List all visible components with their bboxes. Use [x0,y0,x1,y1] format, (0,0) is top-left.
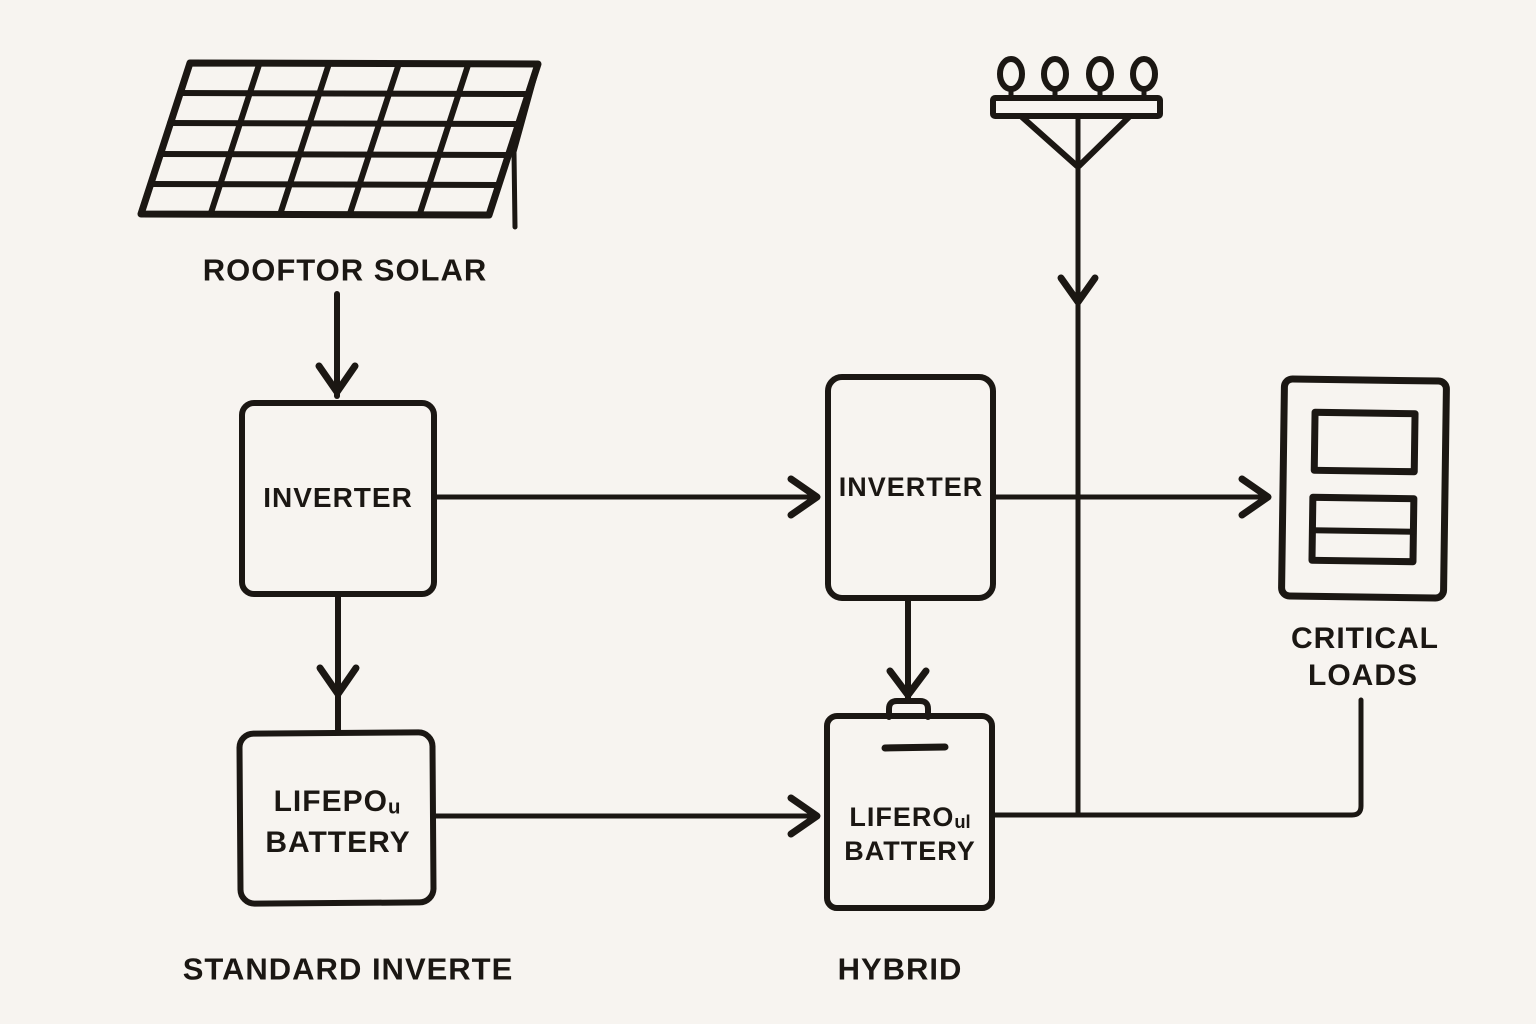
rooftop-solar-caption: ROOFTOR SOLAR [202,252,488,288]
standard-battery-label-line2: BATTERY [265,826,411,859]
solar-to-inverter-arrow [315,291,359,399]
critical-loads-label-line2: LOADS [1308,659,1418,692]
grid-feed-arrow [1057,113,1099,817]
hybrid-inverter-to-battery-arrow [886,595,930,703]
hybrid-inverter-label: INVERTER [838,471,984,502]
battery-to-loads-line [990,697,1364,818]
hybrid-battery-label-line2: BATTERY [844,835,976,866]
battery-to-battery-arrow [430,794,821,838]
hybrid-battery-box [824,698,995,911]
inverter-to-inverter-arrow [431,475,821,519]
critical-loads-label-line1: CRITICAL [1291,622,1439,655]
hybrid-battery-label-line1: LIFEROul [849,801,971,833]
standard-battery-label-line1: LIFEPOu [273,785,401,819]
solar-panel-icon [137,59,542,230]
standard-inverter-label: INVERTER [263,482,413,514]
standard-system-caption: STANDARD INVERTE [182,951,514,987]
breaker-panel-icon [1278,375,1450,602]
hybrid-system-caption: HYBRID [837,951,963,987]
inverter-to-loads-arrow [990,475,1272,519]
inverter-to-battery-arrow-standard [316,591,360,734]
